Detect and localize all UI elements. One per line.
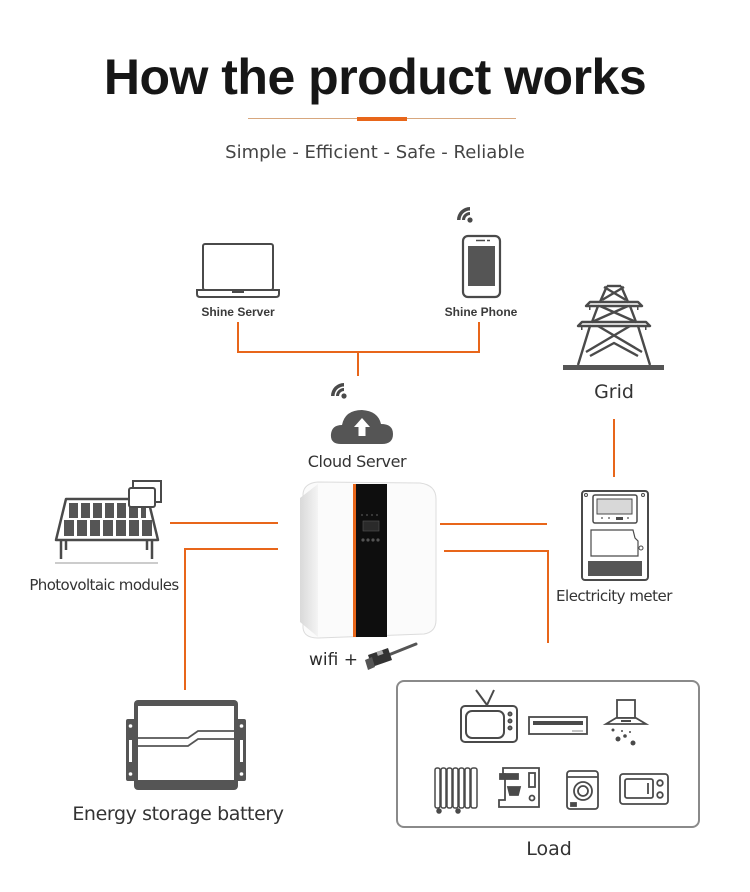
tv-icon (460, 689, 518, 743)
title-divider-accent (357, 117, 407, 121)
connector-inverter-load (444, 550, 549, 643)
load-box (396, 680, 700, 828)
load-label: Load (526, 838, 572, 860)
grid-label: Grid (594, 381, 634, 403)
range-hood-icon (602, 699, 650, 746)
inverter-wifi-label: wifi + (309, 650, 358, 670)
pv-label: Photovoltaic modules (29, 576, 179, 594)
meter-label: Electricity meter (556, 587, 672, 605)
battery-label: Energy storage battery (72, 803, 284, 825)
page-subtitle: Simple - Efficient - Safe - Reliable (225, 142, 525, 163)
shine-phone-label: Shine Phone (444, 305, 518, 319)
page-title: How the product works (103, 49, 647, 105)
microwave-icon (619, 773, 669, 805)
connector-battery-inverter (184, 548, 278, 690)
washing-machine-icon (566, 770, 599, 810)
coffee-machine-icon (498, 767, 540, 808)
oil-heater-icon (434, 767, 478, 814)
shine-server-label: Shine Server (201, 305, 275, 319)
air-conditioner-icon (528, 716, 588, 735)
cloud-server-label: Cloud Server (307, 452, 407, 471)
